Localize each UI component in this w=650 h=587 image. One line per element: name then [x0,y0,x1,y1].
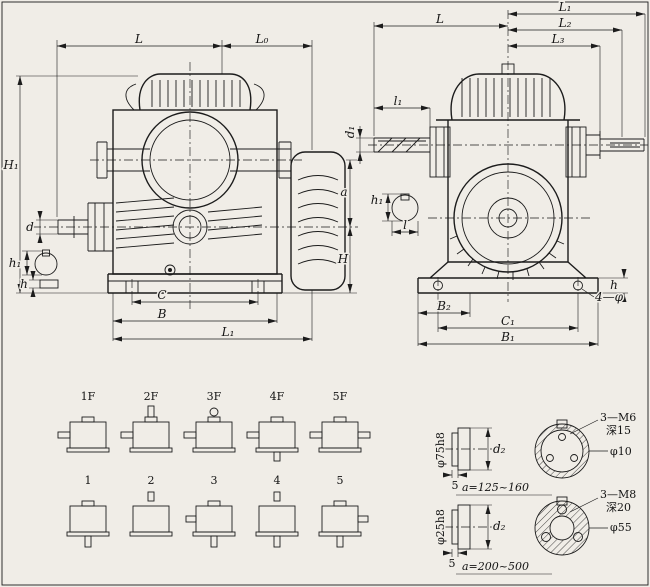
variants-row-2: 1 2 3 4 5 [66,473,369,548]
right-dim-l1: l₁ [394,94,403,108]
left-dim-C: C [157,288,166,302]
variant-icon-5f [309,416,371,453]
variant-label-4f: 4F [270,390,285,403]
variant-icon-4 [255,491,299,548]
depth-note-bottom: 深20 [606,501,631,514]
right-dim-bolts: 4—φ [594,290,624,304]
variant-label-5f: 5F [333,390,348,403]
step-label-top: 5 [452,479,459,492]
right-dim-C1: C₁ [501,314,515,328]
variant-label-3: 3 [211,474,218,487]
shaft-dia-label-top: φ75h8 [434,432,447,468]
right-view: L₁ L₂ L₃ L l₁ d₁ h₁ l B₂ C₁ B₁ 4—φ h [342,0,648,347]
d2-label-bottom: d₂ [493,519,506,533]
hole-note-top: φ10 [610,445,632,458]
variant-icon-3 [185,500,236,548]
right-dim-h1: h₁ [371,193,384,207]
left-dim-L0: L₀ [255,32,269,46]
left-dim-h1: h₁ [9,256,22,270]
step-label-bottom: 5 [449,557,456,570]
right-dim-L: L [435,12,444,26]
key-side-view [39,279,59,289]
variant-label-3f: 3F [207,390,222,403]
right-dim-d1: d₁ [343,126,357,139]
left-dim-a: a [340,185,347,199]
shaft-dia-label-bottom: φ25h8 [434,509,447,545]
left-dim-h: h [20,277,28,291]
variant-icon-4f [246,416,299,462]
keyway-notch [556,419,568,429]
variant-icon-1f [57,416,110,453]
variant-label-4: 4 [274,474,281,487]
d2-label-top: d₂ [493,442,506,456]
range-note-top: a=125~160 [462,481,529,494]
shaft-detail-bottom: φ25h8 d₂ 5 3—M8 深20 φ55 a=200~500 [433,487,638,575]
variants-row-1: 1F 2F 3F 4F 5F [57,389,371,462]
thread-note-top: 3—M6 [600,411,636,424]
variant-icon-1 [66,500,110,548]
right-dim-B2: B₂ [436,299,451,313]
variant-label-5: 5 [337,474,344,487]
left-dim-H1: H₁ [2,158,18,172]
variant-icon-2f [120,405,173,453]
range-note-bottom: a=200~500 [462,560,529,573]
variant-icon-5 [318,500,369,548]
keyway-notch [400,193,410,201]
left-view: L L₀ H₁ d h₁ h C B L₁ a H [1,31,358,342]
right-dim-h: h [610,278,618,292]
right-dim-l: l [403,218,407,232]
variant-label-1: 1 [85,474,92,487]
keyway-notch [42,249,50,257]
variant-label-1f: 1F [81,390,96,403]
left-dim-L1: L₁ [221,325,235,339]
variant-label-2: 2 [148,474,155,487]
right-dim-L2: L₂ [558,16,572,30]
thread-note-bottom: 3—M8 [600,488,636,501]
variant-icon-2 [129,491,173,537]
left-dim-H: H [337,252,349,266]
depth-note-top: 深15 [606,424,631,437]
hole-note-bottom: φ55 [610,521,632,534]
variant-label-2f: 2F [144,390,159,403]
right-dim-L3: L₃ [551,32,565,46]
shaft-detail-top: φ75h8 d₂ 5 3—M6 深15 φ10 a=125~160 [433,410,638,496]
right-dim-B1: B₁ [500,330,515,344]
left-dim-L: L [134,32,143,46]
left-dim-B: B [157,307,167,321]
right-dim-L1: L₁ [558,0,572,14]
left-dim-d: d [26,220,34,234]
variant-icon-3f [183,407,236,453]
